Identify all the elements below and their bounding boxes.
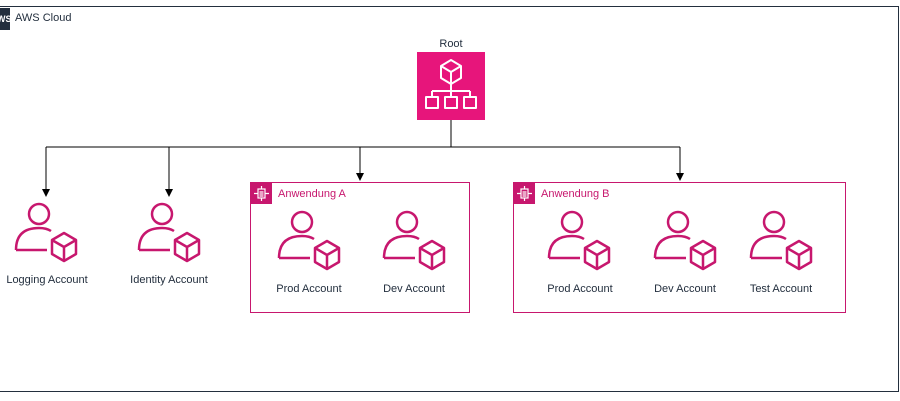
prod-account-icon: [276, 208, 344, 281]
organizational-unit-icon: [251, 183, 272, 204]
prod-account-label: Prod Account: [547, 283, 613, 295]
logging-account-label: Logging Account: [6, 274, 88, 286]
root-label: Root: [439, 38, 463, 50]
group-anwendung-a: Anwendung A: [250, 182, 470, 313]
aws-cloud-label: AWS Cloud: [15, 12, 72, 24]
organizations-icon: [417, 52, 485, 120]
identity-account-icon: [136, 200, 204, 273]
identity-account-label: Identity Account: [130, 274, 208, 286]
aws-logo-icon: WS: [0, 8, 10, 30]
group-label: Anwendung B: [541, 188, 610, 200]
dev-account-label: Dev Account: [654, 283, 716, 295]
group-label: Anwendung A: [278, 188, 346, 200]
test-account-icon: [748, 208, 816, 281]
dev-account-icon: [652, 208, 720, 281]
aws-cloud-frame: [0, 6, 899, 392]
prod-account-label: Prod Account: [276, 283, 342, 295]
group-anwendung-b: Anwendung B: [513, 182, 846, 313]
organizational-unit-icon: [514, 183, 535, 204]
dev-account-label: Dev Account: [383, 283, 445, 295]
logging-account-icon: [13, 200, 81, 273]
prod-account-icon: [546, 208, 614, 281]
test-account-label: Test Account: [749, 283, 813, 295]
dev-account-icon: [381, 208, 449, 281]
